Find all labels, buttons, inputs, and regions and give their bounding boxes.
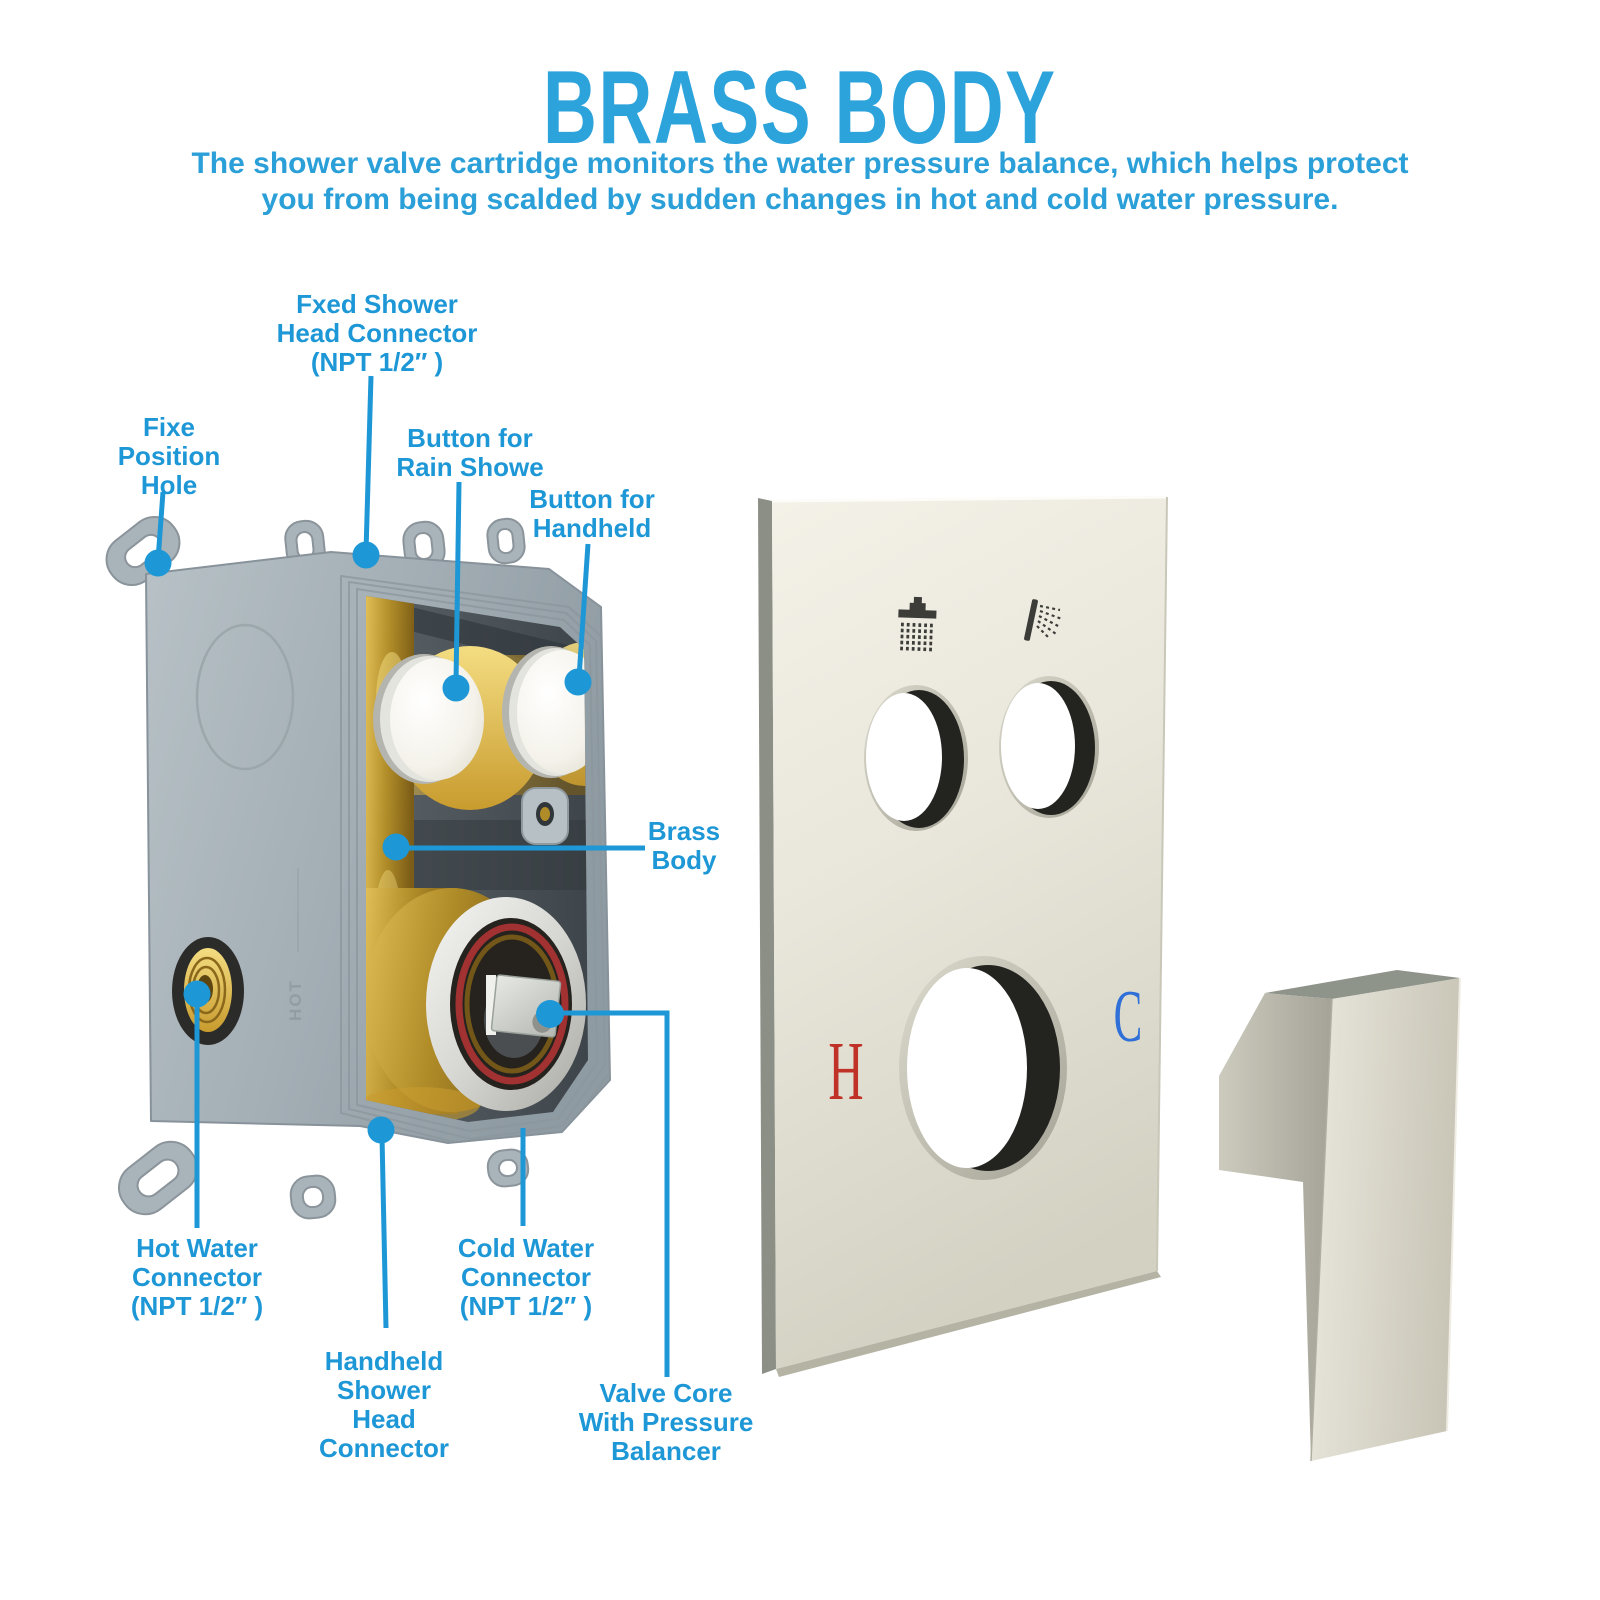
callout-valve-core: Valve Core With Pressure Balancer [578,1378,754,1466]
leader-line-button-rain [453,481,462,685]
leader-line-fixe-position [155,491,166,561]
callout-dot-button-rain [442,674,470,702]
callout-handheld-shower-head-connector: Handheld Shower Head Connector [319,1346,449,1463]
rim-grooves [340,574,610,1143]
handle-side-face [1219,993,1332,1461]
callout-dot-brass-body [382,833,410,861]
handle-blade [1311,978,1460,1461]
callout-cold-water-connector: Cold Water Connector (NPT 1/2″ ) [457,1233,595,1321]
callout-button-rain-shower: Button for Rain Showe [396,423,544,482]
mounting-ear-bottom-left [117,1140,199,1216]
plate-bottom-edge [776,1271,1161,1377]
handle-top-face [1265,970,1460,999]
callout-button-handheld: Button for Handheld [529,484,655,543]
plate-cold-letter-text: C [1113,976,1143,1058]
valve-rough-in-box: HOT [145,551,611,1144]
page-title: BRASS BODY [0,56,1600,160]
knockout-circle [195,623,295,771]
callout-dot-fixed-shower [352,541,380,569]
plate-left-edge [758,498,776,1374]
leader-lines [155,375,670,1377]
plate-hot-letter-text: H [828,1025,864,1118]
page-title-text: BRASS BODY [543,50,1057,166]
valve-core [366,888,586,1122]
rain-shower-icon [898,596,937,652]
callout-hot-water-connector: Hot Water Connector (NPT 1/2″ ) [130,1233,264,1321]
plate-cold-letter: C [1103,980,1152,1054]
pressure-balancer-red-ring [455,923,569,1085]
plate-face [772,497,1167,1369]
plate-hole-valve [899,956,1067,1180]
callout-dot-valve-core [536,1000,564,1028]
leader-line-fixed-shower [363,375,374,553]
callout-brass-body: Brass Body [647,816,721,875]
callout-dots [144,541,592,1144]
shower-handle [1219,970,1461,1462]
mounting-ear-bottom-2 [289,1174,337,1220]
handheld-shower-icon [1024,599,1063,641]
box-interior [366,596,588,1122]
plate-hole-rain [864,685,968,831]
callout-dot-hot-water [183,980,211,1008]
embossed-hot-text: HOT [286,979,305,1021]
rain-shower-button [373,654,484,784]
leader-line-button-handheld [576,543,591,679]
plate-hot-letter: H [816,1030,877,1114]
page-subtitle: The shower valve cartridge monitors the … [191,147,1409,216]
plate-hole-handheld [999,676,1099,818]
callout-dot-handheld-connector [367,1116,395,1144]
clip-bracket [521,787,569,845]
leader-line-valve-core [550,1010,670,1377]
trim-plate [758,495,1168,1377]
callout-dot-button-handheld [564,668,592,696]
callout-fixed-shower-head-connector: Fxed Shower Head Connector (NPT 1/2″ ) [276,289,478,377]
callout-dot-fixe-position [144,549,172,577]
mounting-ear-top-4 [486,517,526,565]
leader-line-handheld-connector [379,1135,389,1329]
mounting-ear-bottom-3 [486,1148,530,1188]
callout-fixe-position-hole: Fixe Position Hole [117,412,221,500]
